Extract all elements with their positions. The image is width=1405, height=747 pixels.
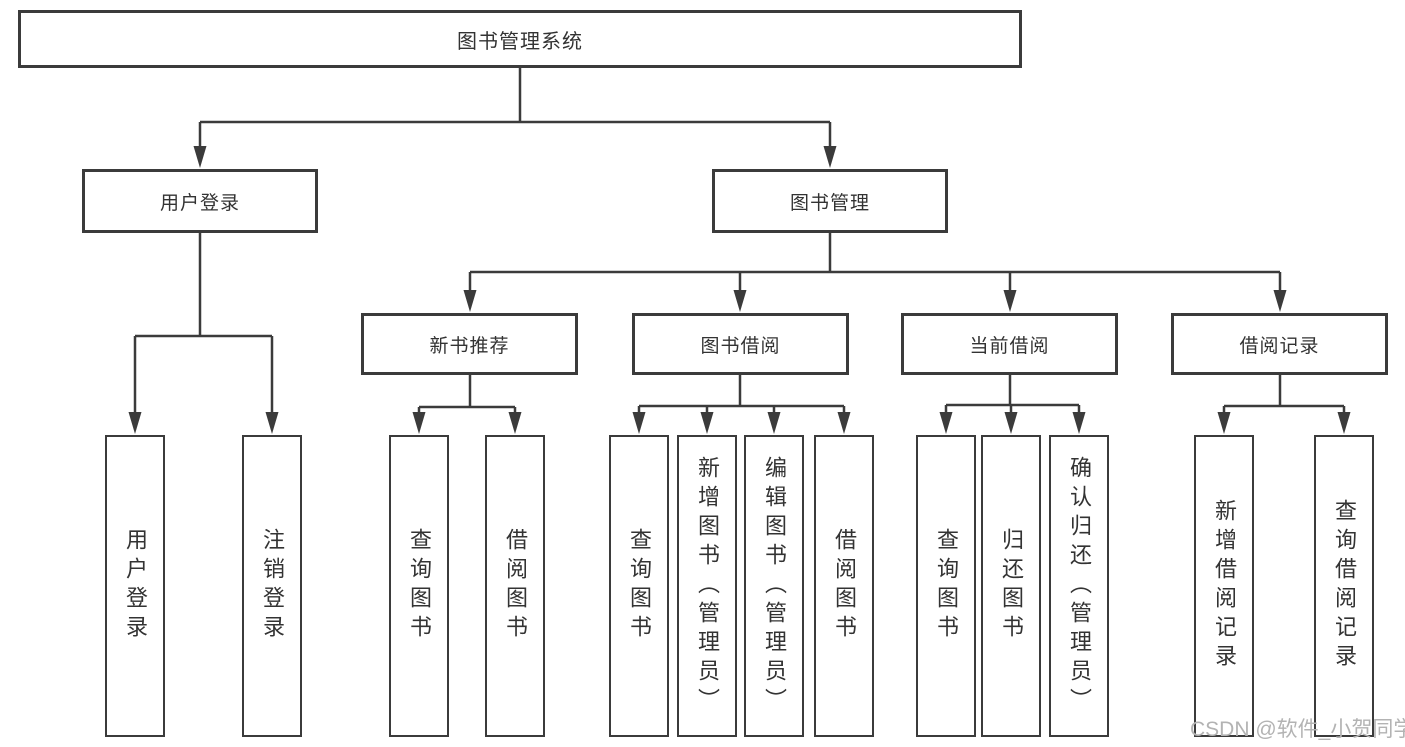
node-borrow-records: 借阅记录 [1171,313,1388,375]
node-current-borrow-label: 当前借阅 [969,335,1050,357]
node-new-book-recommend: 新书推荐 [361,313,578,375]
node-new-book-recommend-label: 新书推荐 [429,335,510,357]
arrowheads [128,146,1351,434]
leaf-add-borrow-record-label: 新增借阅记录 [1212,499,1237,673]
leaf-add-borrow-record: 新增借阅记录 [1194,435,1254,737]
leaf-logout-label: 注销登录 [260,528,285,644]
leaf-edit-book-admin-label: 编辑图书（管理员） [762,455,787,717]
node-book-borrow: 图书借阅 [632,313,849,375]
leaf-user-login: 用户登录 [105,435,165,737]
leaf-borrow-books: 借阅图书 [814,435,874,737]
leaf-logout: 注销登录 [242,435,302,737]
leaf-confirm-return-admin-label: 确认归还（管理员） [1067,455,1092,717]
watermark: CSDN @软件_小贺同学 [1190,718,1405,741]
leaf-add-book-admin-label: 新增图书（管理员） [695,455,720,717]
leaf-return-book: 归还图书 [981,435,1041,737]
node-user-login-label: 用户登录 [159,192,240,214]
leaf-edit-book-admin: 编辑图书（管理员） [744,435,804,737]
leaf-query-books-recommend-label: 查询图书 [407,528,432,644]
leaf-return-book-label: 归还图书 [999,528,1024,644]
leaf-query-borrow-record-label: 查询借阅记录 [1332,499,1357,673]
leaf-query-books-borrow-label: 查询图书 [627,528,652,644]
node-user-login: 用户登录 [82,169,318,233]
node-book-management: 图书管理 [712,169,948,233]
leaf-query-borrow-record: 查询借阅记录 [1314,435,1374,737]
leaf-query-books-current-label: 查询图书 [934,528,959,644]
leaf-borrow-books-recommend-label: 借阅图书 [503,528,528,644]
leaf-confirm-return-admin: 确认归还（管理员） [1049,435,1109,737]
leaf-query-books-recommend: 查询图书 [389,435,449,737]
leaf-query-books-current: 查询图书 [916,435,976,737]
leaf-user-login-label: 用户登录 [123,528,148,644]
node-current-borrow: 当前借阅 [901,313,1118,375]
node-book-borrow-label: 图书借阅 [700,335,781,357]
node-borrow-records-label: 借阅记录 [1239,335,1320,357]
leaf-query-books-borrow: 查询图书 [609,435,669,737]
leaf-borrow-books-label: 借阅图书 [832,528,857,644]
leaf-add-book-admin: 新增图书（管理员） [677,435,737,737]
leaf-borrow-books-recommend: 借阅图书 [485,435,545,737]
node-root-label: 图书管理系统 [457,30,583,53]
node-root: 图书管理系统 [18,10,1022,68]
node-book-management-label: 图书管理 [789,192,870,214]
